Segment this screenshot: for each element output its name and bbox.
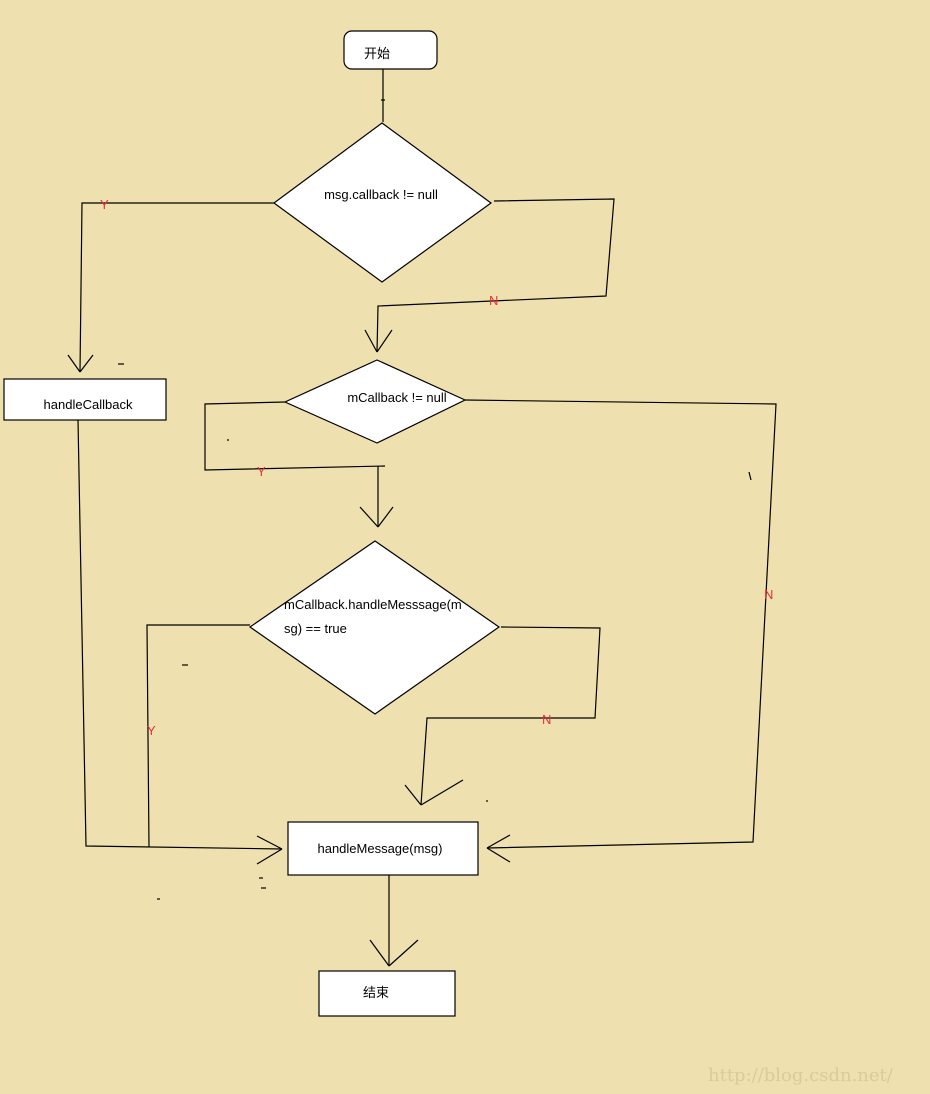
cond3-no-label: N <box>542 712 551 727</box>
arrow-cond2-yes <box>204 401 394 528</box>
arrow-cond1-yes <box>67 202 274 373</box>
decision-mcallback <box>283 359 467 444</box>
arrow-cond1-no <box>364 198 615 353</box>
stray-marks <box>118 363 752 900</box>
cond1-yes-label: Y <box>100 197 109 212</box>
decision-handle-message-label-1: mCallback.handleMesssage(m <box>284 597 462 612</box>
end-node <box>318 970 456 1017</box>
watermark: http://blog.csdn.net/ <box>708 1065 894 1086</box>
arrow-start-to-cond1 <box>381 69 385 122</box>
decision-mcallback-label: mCallback != null <box>347 390 446 405</box>
arrow-cond3-yes <box>146 624 250 848</box>
cond3-yes-label: Y <box>147 723 156 738</box>
handle-message-node <box>287 821 479 876</box>
start-node <box>343 30 438 70</box>
decision-handle-message <box>248 540 501 715</box>
decision-handle-message-label-2: sg) == true <box>284 621 347 636</box>
handle-callback-label: handleCallback <box>44 397 133 412</box>
arrow-handle-callback-to-handle-message <box>77 419 283 865</box>
arrow-handle-message-to-end <box>369 875 419 967</box>
handle-callback-node <box>3 378 167 421</box>
arrow-cond3-no <box>404 626 601 806</box>
handle-message-label: handleMessage(msg) <box>317 841 442 856</box>
end-label: 结束 <box>363 985 389 1000</box>
arrow-cond2-no <box>464 399 777 863</box>
decision-msg-callback-label: msg.callback != null <box>324 187 438 202</box>
start-label: 开始 <box>364 46 390 61</box>
cond1-no-label: N <box>489 293 498 308</box>
cond2-no-label: N <box>764 587 773 602</box>
cond2-yes-label: Y <box>257 464 266 479</box>
decision-msg-callback <box>272 122 493 283</box>
